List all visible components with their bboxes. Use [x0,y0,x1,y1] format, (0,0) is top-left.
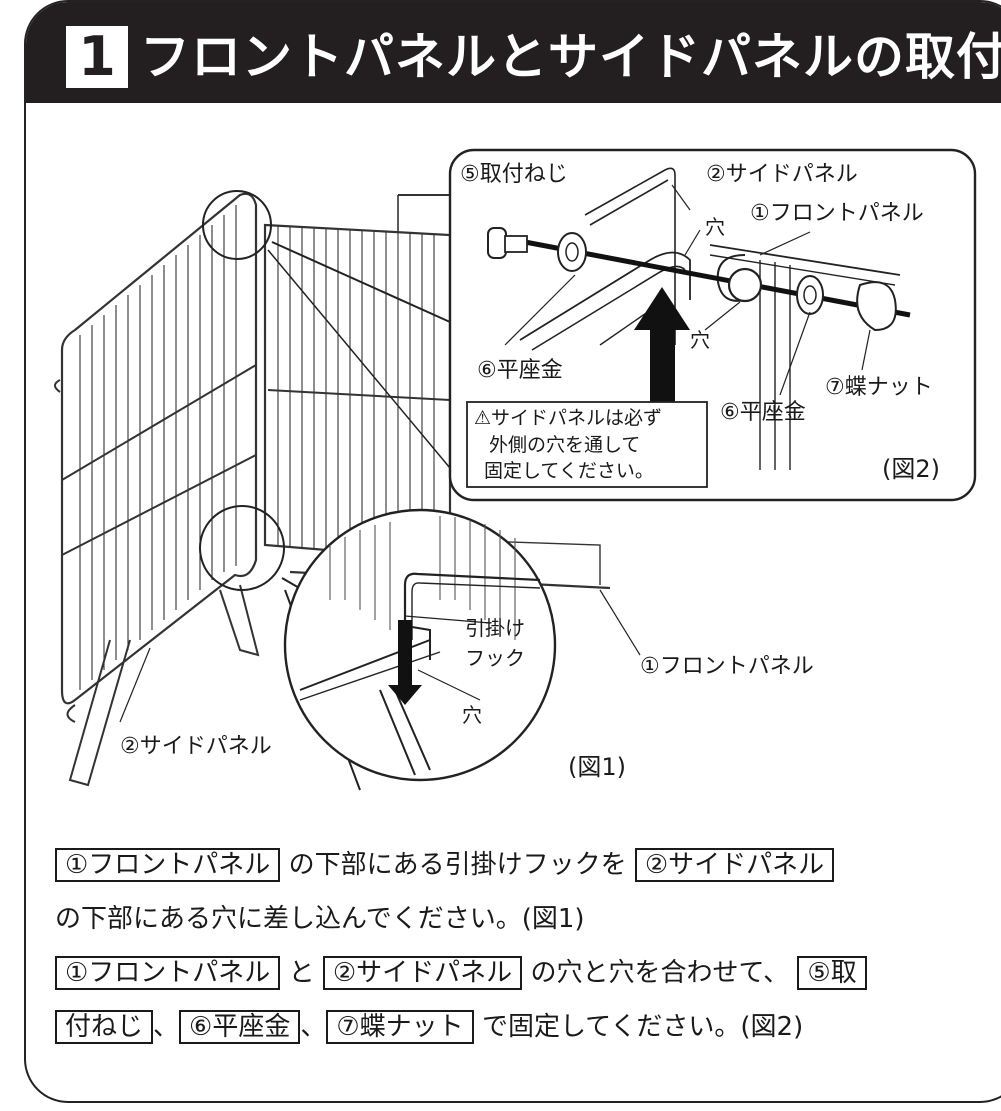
fig2-hole-mid-label: 穴 [690,328,710,352]
side-panel-term: ②サイドパネル [322,956,523,990]
instruction-line-1: ①フロントパネル の下部にある引掛けフックを ②サイドパネル [55,838,965,892]
figure2-drawing [487,167,911,470]
instruction-line-4: 付ねじ、⑥平座金、⑦蝶ナット で固定してください。(図2) [55,1000,965,1054]
upward-arrow-icon [634,287,690,405]
section-title: フロントパネルとサイドパネルの取付け [140,28,1001,86]
step-number: 1 [66,26,128,88]
instruction-text-1: の下部にある引掛けフックを [288,850,627,880]
section-header: 1 フロントパネルとサイドパネルの取付け [26,2,1001,103]
fig1-side-panel-label: ②サイドパネル [120,734,272,759]
fig1-hole-label: 穴 [462,703,482,727]
figure1-detail [119,190,641,791]
front-panel-term: ①フロントパネル [55,848,281,882]
washer-term: ⑥平座金 [179,1010,301,1044]
instruction-text-2: と [288,958,315,988]
warning-line-2: 外側の穴を通して [489,434,640,456]
warning-box [466,401,708,488]
fig2-wing-nut-label: ⑦蝶ナット [825,375,933,400]
fig1-hook-label-1: 引掛け [465,616,525,640]
fig2-front-panel-label: ①フロントパネル [750,201,924,226]
wing-nut-term: ⑦蝶ナット [326,1010,474,1044]
fig2-hole-top-label: 穴 [705,215,725,239]
warning-line-3: 固定してください。 [484,460,654,482]
fig2-washer-left-label: ⑥平座金 [477,358,563,383]
instruction-text: ①フロントパネル の下部にある引掛けフックを ②サイドパネル の下部にある穴に差… [55,838,965,1054]
screw-term-part1: ⑤取 [797,956,867,990]
separator: 、 [153,1012,180,1042]
fig2-washer-right-label: ⑥平座金 [720,400,806,425]
instruction-text-4: で固定してください。(図2) [481,1012,804,1042]
warning-line-1: ⚠サイドパネルは必ず [474,407,662,429]
side-panel-term: ②サイドパネル [634,848,835,882]
fig2-screw-label: ⑤取付ねじ [460,162,568,187]
fig1-hook-label-2: フック [465,646,525,670]
fig1-front-panel-label: ①フロントパネル [640,654,814,679]
insert-arrow-icon [388,620,422,705]
fig1-caption: (図1) [568,753,626,781]
front-panel-term: ①フロントパネル [55,956,281,990]
screw-term-part2: 付ねじ [55,1010,154,1044]
fig2-caption: (図2) [882,455,940,483]
fig2-side-panel-label: ②サイドパネル [706,162,858,187]
instruction-line-2: の下部にある穴に差し込んでください。(図1) [55,904,585,934]
separator: 、 [300,1012,327,1042]
instruction-line-3: ①フロントパネル と ②サイドパネル の穴と穴を合わせて、 ⑤取 [55,946,965,1000]
instruction-text-3: の穴と穴を合わせて、 [530,958,790,988]
